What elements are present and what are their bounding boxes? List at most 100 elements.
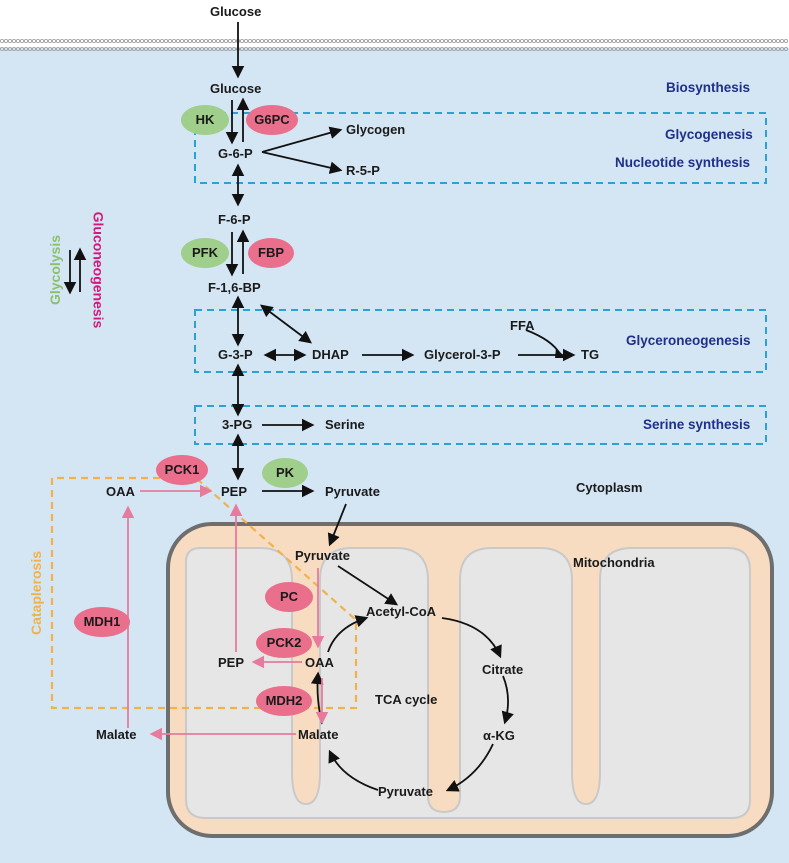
membrane-head [744, 46, 749, 51]
membrane-head [159, 38, 164, 44]
enzyme-g6pc: G6PC [246, 105, 298, 135]
membrane-head [520, 46, 525, 51]
membrane-head [664, 38, 669, 44]
membrane-head [728, 38, 733, 44]
membrane-head [648, 46, 653, 51]
membrane-head [688, 46, 693, 51]
enzyme-fbp: FBP [248, 238, 294, 268]
membrane-head [367, 46, 372, 51]
membrane-head [183, 46, 188, 51]
membrane-head [104, 46, 109, 51]
membrane-head [323, 38, 328, 44]
membrane-head [203, 38, 208, 44]
membrane-head [371, 38, 376, 44]
membrane-head [656, 46, 661, 51]
membrane-head [195, 38, 200, 44]
membrane-head [600, 46, 605, 51]
membrane-head [124, 38, 129, 44]
membrane-head [231, 46, 236, 51]
membrane-head [44, 38, 49, 44]
membrane-head [303, 46, 308, 51]
membrane-head [475, 38, 480, 44]
ffa-label: FFA [510, 318, 535, 333]
serine-synthesis-box [194, 405, 767, 445]
membrane-head [131, 38, 136, 44]
membrane-head [487, 38, 492, 44]
membrane-head [323, 46, 328, 51]
membrane-head [632, 46, 637, 51]
membrane-head [239, 38, 244, 44]
membrane-head [712, 38, 717, 44]
membrane-head [211, 46, 216, 51]
membrane-head [668, 38, 673, 44]
membrane-head [399, 46, 404, 51]
membrane-head [80, 46, 85, 51]
membrane-head [572, 38, 577, 44]
membrane-head [4, 38, 9, 44]
membrane-head [279, 38, 284, 44]
membrane-head [540, 46, 545, 51]
membrane-head [367, 38, 372, 44]
membrane-head [415, 46, 420, 51]
membrane-head [363, 46, 368, 51]
membrane-head [459, 46, 464, 51]
membrane-head [536, 46, 541, 51]
membrane-head [516, 38, 521, 44]
membrane-head [395, 38, 400, 44]
membrane-head [495, 38, 500, 44]
pink-arrows [121, 484, 329, 741]
glyceroneogenesis-label: Glyceroneogenesis [626, 333, 751, 348]
membrane-head [656, 38, 661, 44]
membrane-head [423, 38, 428, 44]
membrane-head [183, 38, 188, 44]
membrane-head [395, 46, 400, 51]
membrane-head [271, 38, 276, 44]
serine-label: Serine [325, 417, 365, 432]
membrane-head [584, 38, 589, 44]
membrane-head [439, 38, 444, 44]
membrane-head [403, 46, 408, 51]
membrane-head [127, 38, 132, 44]
g6p-label: G-6-P [218, 146, 253, 161]
pyruvate-cytoplasm-label: Pyruvate [325, 484, 380, 499]
membrane-head [503, 38, 508, 44]
glycogen-label: Glycogen [346, 122, 406, 137]
membrane-head [355, 46, 360, 51]
membrane-head [411, 46, 416, 51]
membrane-head [704, 38, 709, 44]
membrane-head [624, 46, 629, 51]
membrane-head [776, 46, 781, 51]
glycerol3p-label: Glycerol-3-P [424, 347, 501, 362]
membrane-head [684, 38, 689, 44]
membrane-head [347, 38, 352, 44]
membrane-head [503, 46, 508, 51]
membrane-head [76, 46, 81, 51]
membrane-head [371, 46, 376, 51]
membrane-head [299, 38, 304, 44]
membrane-head [207, 38, 212, 44]
dhap-label: DHAP [312, 347, 349, 362]
membrane-head [772, 46, 777, 51]
membrane-head [700, 38, 705, 44]
membrane-head [84, 38, 89, 44]
membrane-head [327, 38, 332, 44]
membrane-head [560, 38, 565, 44]
membrane-head [443, 46, 448, 51]
membrane-head [736, 46, 741, 51]
membrane-head [211, 38, 216, 44]
g3p-label: G-3-P [218, 347, 253, 362]
membrane-head [435, 46, 440, 51]
glycogenesis-label: Glycogenesis [665, 127, 753, 142]
membrane-head [147, 38, 152, 44]
membrane-head [187, 46, 192, 51]
membrane-head [19, 38, 24, 44]
enzyme-pc: PC [265, 582, 313, 612]
membrane-head [540, 38, 545, 44]
membrane-head [315, 38, 320, 44]
membrane-head [495, 46, 500, 51]
membrane-head [227, 38, 232, 44]
membrane-head [259, 46, 264, 51]
malate-mitochondria-label: Malate [298, 727, 339, 742]
glycogenesis-box [194, 112, 767, 184]
